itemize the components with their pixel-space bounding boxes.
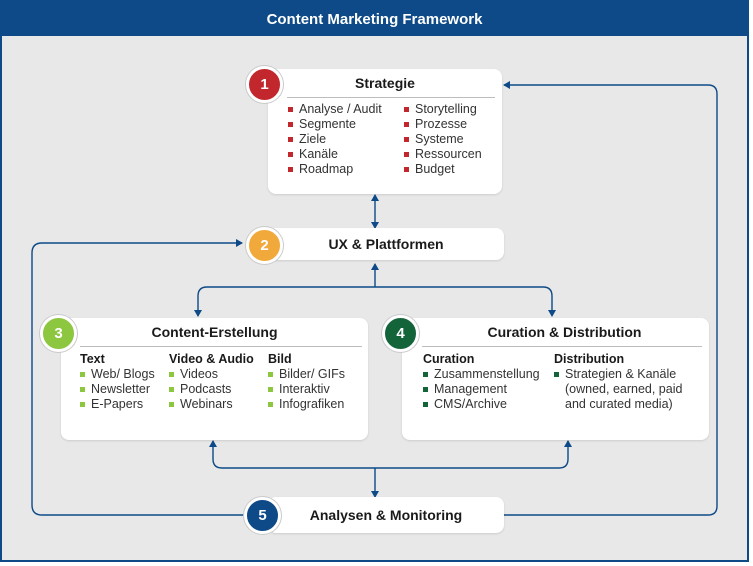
distribution-note-1: (owned, earned, paid: [565, 382, 683, 396]
step-badge-1: 1: [246, 66, 283, 103]
column-heading: Text: [80, 352, 105, 366]
content-box: [61, 318, 368, 440]
curation-title: Curation & Distribution: [487, 324, 642, 340]
list-item: Segmente: [288, 117, 382, 132]
column-heading: Curation: [423, 352, 475, 366]
list-item: Infografiken: [268, 397, 345, 412]
list-item: Bilder/ GIFs: [268, 367, 345, 382]
list-item: CMS/Archive: [423, 397, 540, 412]
list-item: Videos: [169, 367, 254, 382]
strategie-divider: [287, 97, 495, 98]
arrow-to-curation: [375, 286, 556, 317]
list-item: Storytelling: [404, 102, 482, 117]
content-divider: [80, 346, 362, 347]
list-item: Webinars: [169, 397, 254, 412]
diagram-title: Content Marketing Framework: [2, 2, 747, 36]
list-item: Podcasts: [169, 382, 254, 397]
step-badge-4: 4: [382, 315, 419, 352]
analysen-box: [268, 497, 504, 533]
ux-box: [268, 228, 504, 260]
list-item: Systeme: [404, 132, 482, 147]
analysen-title: Analysen & Monitoring: [309, 507, 463, 523]
step-badge-3: 3: [40, 315, 77, 352]
list-item: Roadmap: [288, 162, 382, 177]
arrow-feedback-left: [31, 239, 244, 516]
curation-column-distribution: Distribution Strategien & Kanäle (owned,…: [554, 352, 682, 412]
content-column-video: Video & Audio Videos Podcasts Webinars: [169, 352, 254, 412]
ux-title: UX & Plattformen: [328, 236, 444, 252]
step-badge-2: 2: [246, 227, 283, 264]
list-item: Web/ Blogs: [80, 367, 155, 382]
list-item: Prozesse: [404, 117, 482, 132]
strategie-box: [268, 69, 502, 194]
list-item: E-Papers: [80, 397, 155, 412]
list-item: Kanäle: [288, 147, 382, 162]
arrow-to-content: [194, 286, 375, 317]
list-item: Ziele: [288, 132, 382, 147]
step-badge-5: 5: [244, 497, 281, 534]
curation-column-curation: Curation Zusammenstellung Management CMS…: [423, 352, 540, 412]
content-column-bild: Bild Bilder/ GIFs Interaktiv Infografike…: [268, 352, 345, 412]
list-item: Zusammenstellung: [423, 367, 540, 382]
column-heading: Video & Audio: [169, 352, 254, 366]
curation-box: [402, 318, 709, 440]
list-item: Strategien & Kanäle: [554, 367, 682, 382]
arrow-feedback-right: [503, 81, 718, 516]
list-item: Budget: [404, 162, 482, 177]
strategie-left-list: Analyse / Audit Segmente Ziele Kanäle Ro…: [288, 102, 382, 177]
list-item: Newsletter: [80, 382, 155, 397]
list-item: Ressourcen: [404, 147, 482, 162]
list-item: Interaktiv: [268, 382, 345, 397]
arrow-bottom-curation: [375, 440, 572, 469]
strategie-right-list: Storytelling Prozesse Systeme Ressourcen…: [404, 102, 482, 177]
content-column-text: Text Web/ Blogs Newsletter E-Papers: [80, 352, 155, 412]
list-item: Analyse / Audit: [288, 102, 382, 117]
arrow-bottom-content: [209, 440, 375, 469]
list-item: Management: [423, 382, 540, 397]
column-heading: Distribution: [554, 352, 625, 366]
distribution-note-2: and curated media): [565, 397, 673, 411]
curation-divider: [422, 346, 702, 347]
strategie-title: Strategie: [355, 75, 415, 91]
column-heading: Bild: [268, 352, 292, 366]
content-title: Content-Erstellung: [151, 324, 278, 340]
